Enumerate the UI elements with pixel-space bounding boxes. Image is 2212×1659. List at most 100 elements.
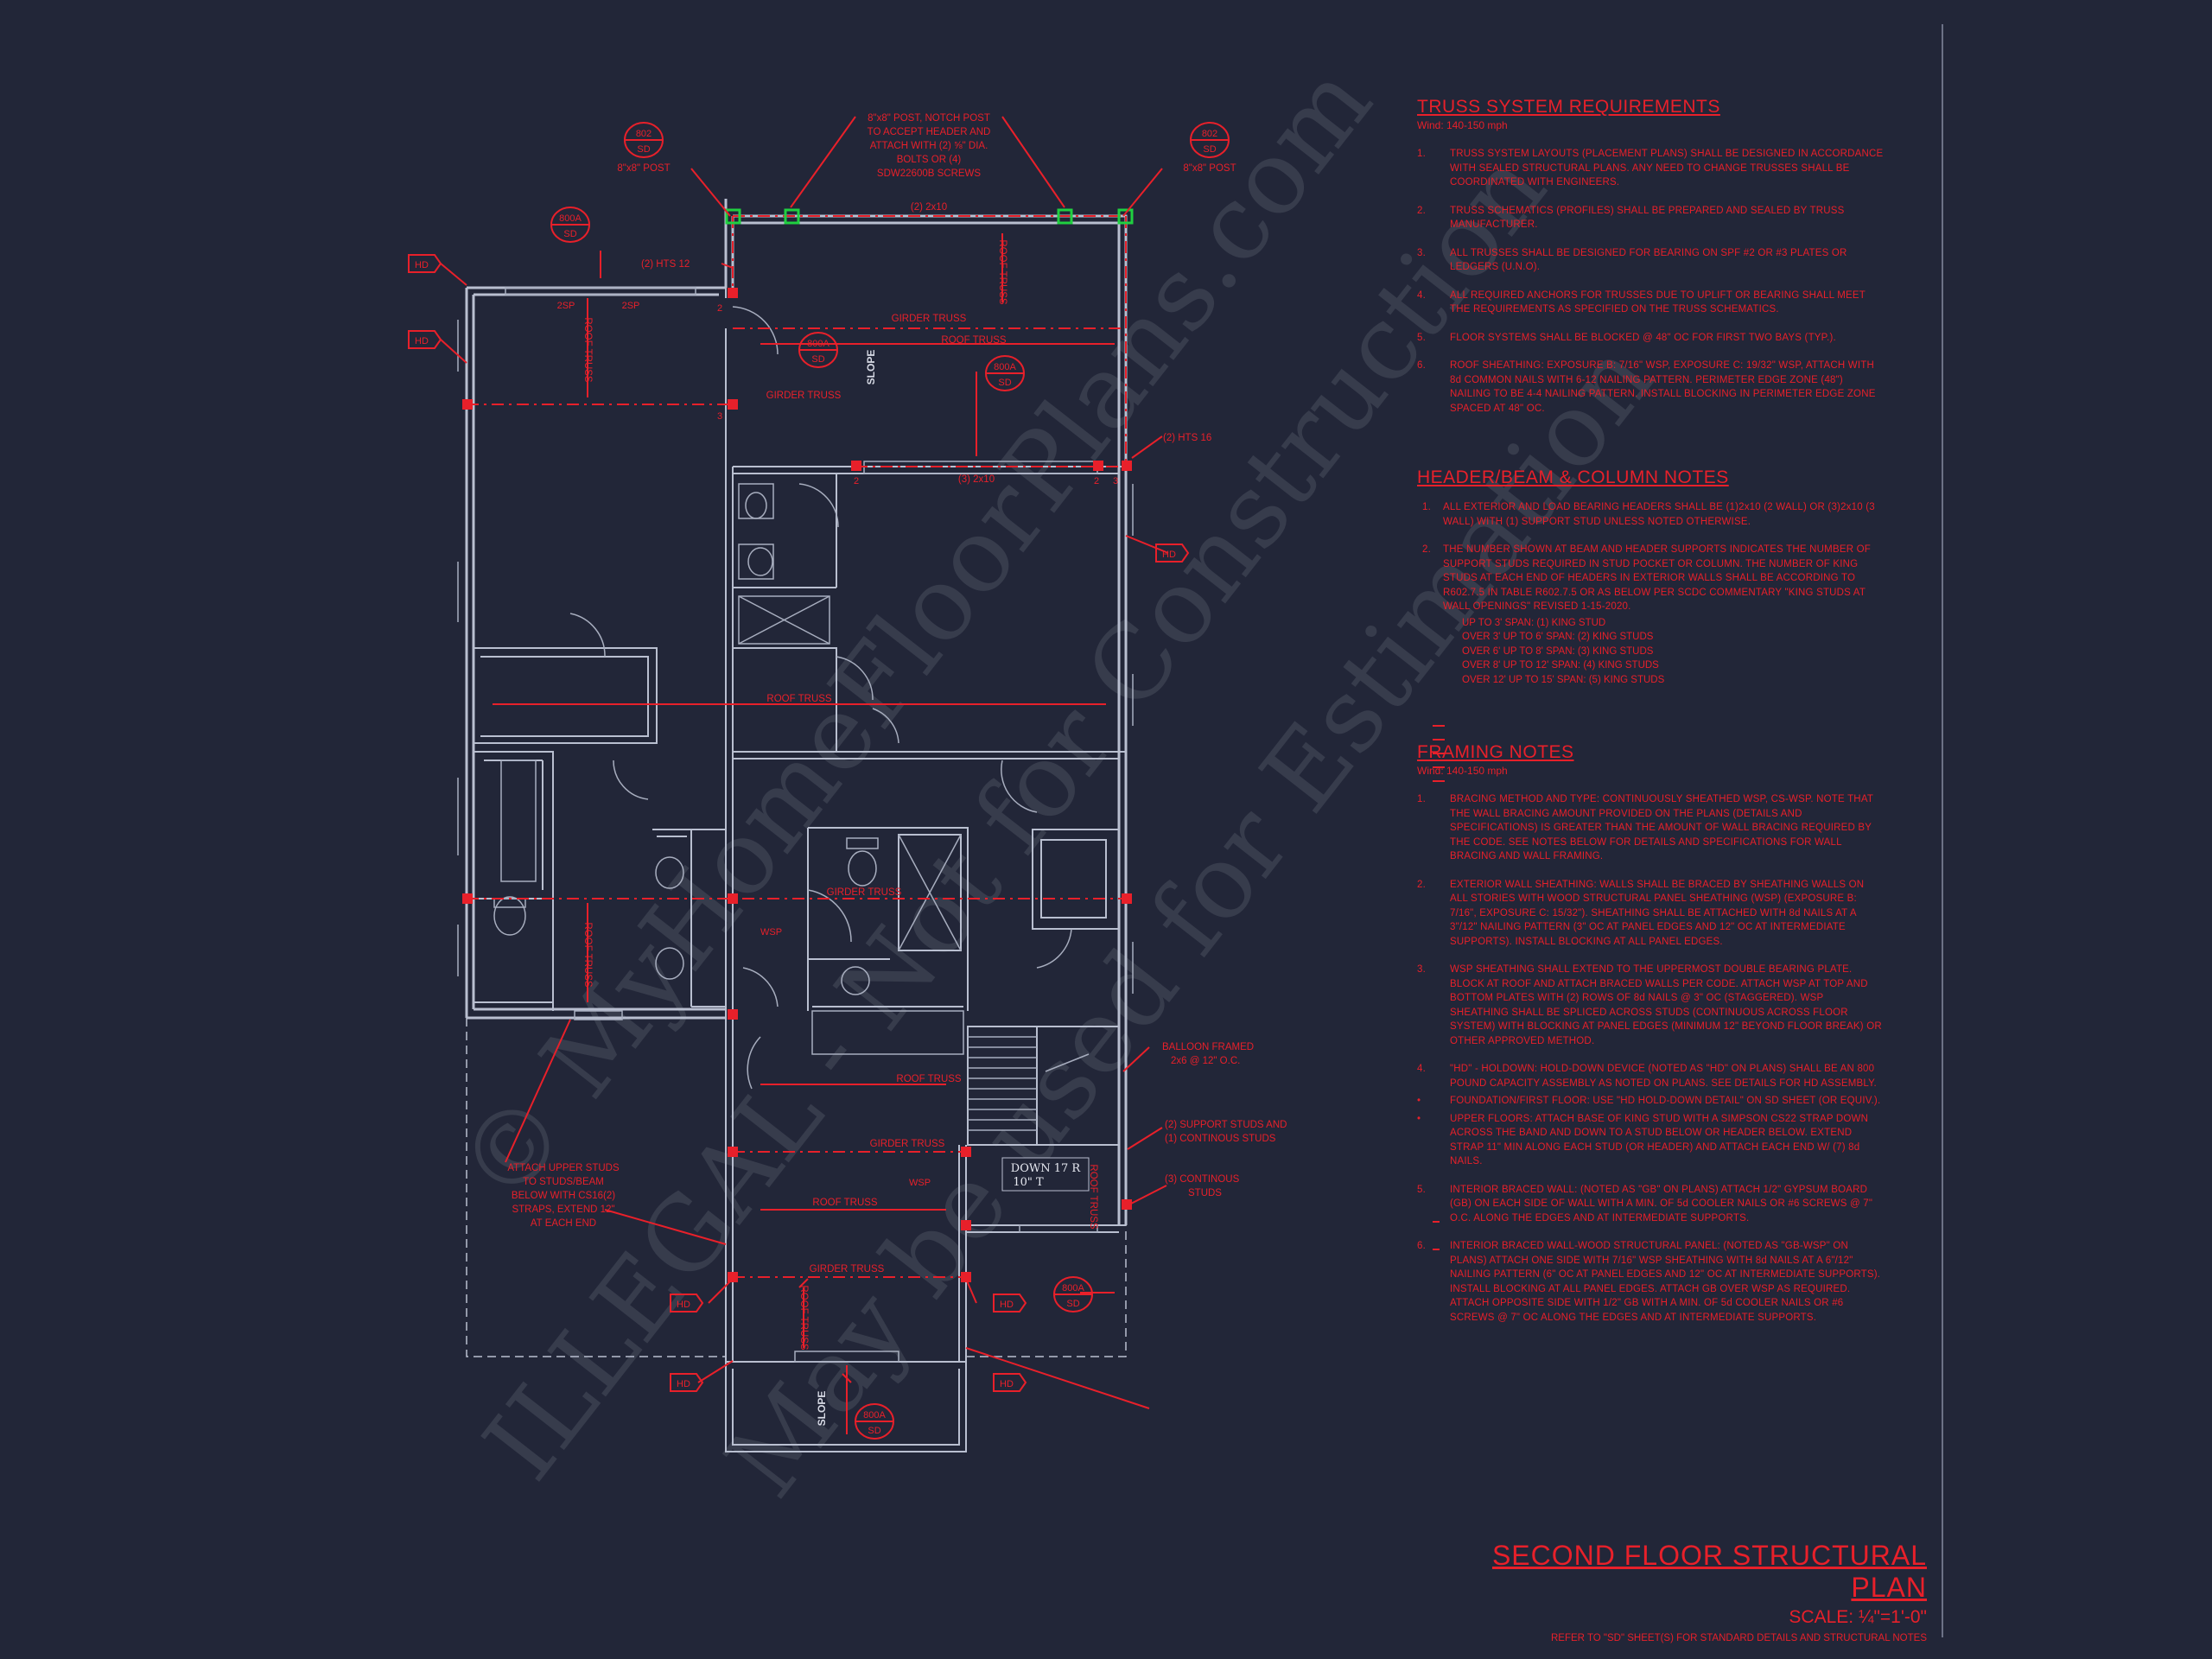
note-item: 2.TRUSS SCHEMATICS (PROFILES) SHALL BE P… <box>1417 205 1845 231</box>
girder-truss-label-3: GIRDER TRUSS <box>827 887 902 898</box>
post-num-3: 2 <box>854 476 859 486</box>
stair-label-box <box>1001 1157 1090 1192</box>
header-2sp-1: 2SP <box>557 301 575 311</box>
detail-ref-4-bot: SD <box>811 354 824 365</box>
general-notes: TRUSS SYSTEM REQUIREMENTS Wind: 140-150 … <box>1417 97 1884 1338</box>
attach-line-2: TO STUDS/BEAM <box>523 1177 604 1187</box>
header-notes-title: HEADER/BEAM & COLUMN NOTES <box>1417 467 1729 487</box>
stair <box>967 1026 1120 1146</box>
detail-ref-1-top: 802 <box>636 129 652 139</box>
attach-line-5: AT EACH END <box>531 1218 596 1229</box>
note-subitem: •UPPER FLOORS: ATTACH BASE OF KING STUD … <box>1417 1113 1869 1167</box>
post-note-line-1: 8"x8" POST, NOTCH POST <box>868 113 990 124</box>
posts-green <box>725 208 1134 225</box>
note-item: 3.ALL TRUSSES SHALL BE DESIGNED FOR BEAR… <box>1417 247 1847 273</box>
roof-truss-label-1: ROOF TRUSS <box>941 335 1007 346</box>
detail-ref-5-top: 800A <box>994 362 1016 372</box>
detail-callouts <box>550 122 1230 1440</box>
king-stud-markers <box>1433 725 1445 1250</box>
truss-notes-subtitle: Wind: 140-150 mph <box>1417 119 1508 131</box>
post-label-right: 8"x8" POST <box>1183 163 1236 174</box>
hts-label-left: (2) HTS 12 <box>641 259 690 270</box>
attach-line-4: STRAPS, EXTEND 12" <box>512 1205 614 1215</box>
hd-label-3: HD <box>1162 550 1176 560</box>
roof-truss-label-8: ROOF TRUSS <box>798 1285 809 1351</box>
king-stud-list: UP TO 3' SPAN: (1) KING STUD OVER 3' UP … <box>1417 616 1884 688</box>
post-label-left: 8"x8" POST <box>617 163 670 174</box>
post-note-line-5: SDW22600B SCREWS <box>877 168 981 179</box>
title-block: SECOND FLOOR STRUCTURAL PLAN SCALE: ¼"=1… <box>1452 1540 1927 1643</box>
detail-ref-3-top: 800A <box>559 213 582 224</box>
girder-truss-label-5: GIRDER TRUSS <box>810 1264 885 1274</box>
girder-truss-label-2: GIRDER TRUSS <box>766 391 842 401</box>
post-num-1: 2 <box>717 303 722 314</box>
slope-label-2: SLOPE <box>816 1391 828 1427</box>
post-note-line-3: ATTACH WITH (2) ⅝" DIA. <box>870 141 988 151</box>
note-item: 1.ALL EXTERIOR AND LOAD BEARING HEADERS … <box>1422 502 1875 527</box>
balloon-frame-line-1: BALLOON FRAMED <box>1162 1042 1254 1052</box>
support-studs-line-1: (2) SUPPORT STUDS AND <box>1165 1120 1287 1130</box>
roof-overhang-dashed <box>466 1018 1127 1357</box>
note-item: 1.TRUSS SYSTEM LAYOUTS (PLACEMENT PLANS)… <box>1417 149 1884 188</box>
hd-label-2: HD <box>415 336 429 346</box>
roof-truss-label-5: ROOF TRUSS <box>582 317 593 383</box>
leader-lines <box>440 116 1169 1409</box>
roof-truss-label-4: ROOF TRUSS <box>812 1198 878 1208</box>
note-item: 6.INTERIOR BRACED WALL-WOOD STRUCTURAL P… <box>1417 1241 1881 1323</box>
support-studs-line-2: (1) CONTINOUS STUDS <box>1165 1134 1276 1144</box>
detail-ref-6-bot: SD <box>1066 1299 1079 1309</box>
note-item: 6.ROOF SHEATHING: EXPOSURE B: 7/16" WSP,… <box>1417 360 1876 414</box>
detail-ref-3-bot: SD <box>563 229 576 239</box>
hd-label-4: HD <box>677 1300 690 1310</box>
stair-label-line-1: DOWN 17 R <box>1011 1162 1082 1175</box>
roof-truss-label-9: ROOF TRUSS <box>1088 1164 1098 1230</box>
header-notes-section: HEADER/BEAM & COLUMN NOTES 1.ALL EXTERIO… <box>1417 467 1884 687</box>
windows <box>457 287 1134 1363</box>
structural-layer <box>408 116 1445 1440</box>
note-item: 4."HD" - HOLDOWN: HOLD-DOWN DEVICE (NOTE… <box>1417 1064 1877 1089</box>
truss-notes-section: TRUSS SYSTEM REQUIREMENTS Wind: 140-150 … <box>1417 97 1884 416</box>
right-closet-walls <box>1032 829 1120 930</box>
note-subitem: •FOUNDATION/FIRST FLOOR: USE "HD HOLD-DO… <box>1417 1096 1881 1106</box>
note-item: 1.BRACING METHOD AND TYPE: CONTINUOUSLY … <box>1417 794 1873 861</box>
note-item: 5.FLOOR SYSTEMS SHALL BE BLOCKED @ 48" O… <box>1417 332 1836 343</box>
attach-line-3: BELOW WITH CS16(2) <box>512 1191 615 1201</box>
list-item: OVER 3' UP TO 6' SPAN: (2) KING STUDS <box>1462 632 1654 642</box>
detail-ref-4-top: 800A <box>807 339 830 349</box>
framing-notes-subtitle: Wind: 140-150 mph <box>1417 765 1508 777</box>
watermark-illegal: ILLEGAL - Not for Construction <box>461 130 1568 1501</box>
roof-truss-label-7: ROOF TRUSS <box>582 922 593 988</box>
plan-annotations: 8"x8" POST, NOTCH POST TO ACCEPT HEADER … <box>415 113 1287 1436</box>
note-item: 3.WSP SHEATHING SHALL EXTEND TO THE UPPE… <box>1417 964 1882 1046</box>
list-item: OVER 8' UP TO 12' SPAN: (4) KING STUDS <box>1462 660 1659 671</box>
framing-notes-section: FRAMING NOTES Wind: 140-150 mph 1.BRACIN… <box>1417 742 1884 1325</box>
hd-boxes <box>408 254 1190 1392</box>
center-wall <box>725 288 1126 1018</box>
list-item: OVER 6' UP TO 8' SPAN: (3) KING STUDS <box>1462 645 1654 657</box>
header-label-top: (2) 2x10 <box>911 202 947 213</box>
posts-red <box>462 288 1132 1282</box>
hd-label-1: HD <box>415 260 429 270</box>
vanity-walls <box>652 829 726 1007</box>
post-num-4: 2 <box>1094 476 1099 486</box>
attach-line-1: ATTACH UPPER STUDS <box>507 1163 620 1173</box>
header-2sp-2: 2SP <box>622 301 640 311</box>
sheet-reference-note: REFER TO "SD" SHEET(S) FOR STANDARD DETA… <box>1551 1633 1927 1643</box>
hd-label-7: HD <box>1000 1379 1014 1389</box>
detail-ref-7-bot: SD <box>868 1426 880 1436</box>
list-item: OVER 12' UP TO 15' SPAN: (5) KING STUDS <box>1462 674 1665 685</box>
balloon-frame-line-2: 2x6 @ 12" O.C. <box>1171 1056 1240 1066</box>
roof-truss-label-2: ROOF TRUSS <box>766 694 832 704</box>
detail-ref-2-top: 802 <box>1202 129 1217 139</box>
post-note-line-2: TO ACCEPT HEADER AND <box>868 127 991 137</box>
door-swings <box>569 306 1072 1090</box>
post-num-2: 3 <box>717 411 722 422</box>
wsp-label-1: WSP <box>760 927 782 938</box>
note-item: 2.EXTERIOR WALL SHEATHING: WALLS SHALL B… <box>1417 879 1865 947</box>
roof-truss-label-6: ROOF TRUSS <box>997 239 1007 305</box>
note-item: 4.ALL REQUIRED ANCHORS FOR TRUSSES DUE T… <box>1417 289 1866 315</box>
hd-label-5: HD <box>1000 1300 1014 1310</box>
post-note-line-4: BOLTS OR (4) <box>897 155 962 165</box>
note-item: 5.INTERIOR BRACED WALL: (NOTED AS "GB" O… <box>1417 1184 1873 1224</box>
stair-label-line-2: 10" T <box>1013 1176 1044 1189</box>
